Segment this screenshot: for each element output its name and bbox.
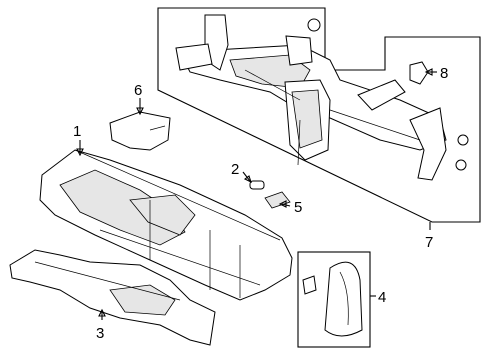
glove-box-4	[302, 261, 363, 337]
callout-4: 4	[378, 289, 386, 306]
cross-car-beam	[175, 14, 447, 181]
bolt-icon	[307, 18, 321, 32]
bolt-icon	[457, 134, 469, 146]
bracket-8	[409, 61, 429, 85]
cross-car-beam-box	[157, 7, 481, 223]
callout-2: 2	[231, 161, 239, 178]
clip-2	[249, 180, 265, 190]
callout-1: 1	[73, 123, 81, 140]
glove-box-frame	[297, 251, 371, 348]
callout-7: 7	[425, 234, 433, 251]
callout-8: 8	[440, 65, 448, 82]
bolt-icon	[455, 159, 467, 171]
lower-support-3	[9, 249, 216, 346]
leader-2	[242, 171, 251, 182]
callout-5: 5	[294, 199, 302, 216]
cover-panel-6	[109, 111, 171, 151]
instrument-panel-1	[39, 149, 293, 301]
callout-3: 3	[96, 325, 104, 342]
callout-6: 6	[134, 82, 142, 99]
